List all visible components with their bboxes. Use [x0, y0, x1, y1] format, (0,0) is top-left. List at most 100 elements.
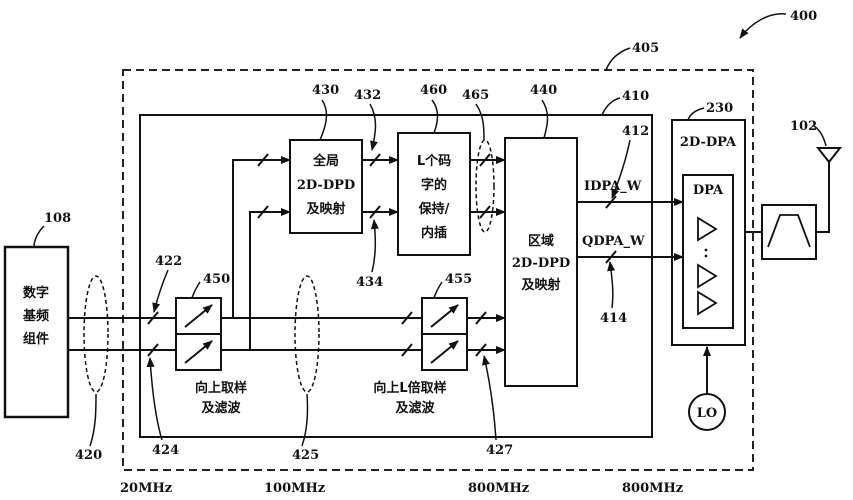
leader-465: [475, 103, 485, 141]
line-filter-antenna: [816, 160, 830, 233]
ellipse-425: [294, 275, 320, 393]
leader-440: [541, 99, 549, 139]
freq-label-4: 800MHz: [622, 481, 683, 496]
bus-slash-422: [147, 311, 159, 325]
dpa-outer-label: 2D-DPA: [680, 135, 737, 150]
dpa-inner-label: DPA: [693, 183, 724, 198]
leader-405: [605, 47, 631, 71]
upsample2-caption-2: 及滤波: [395, 400, 435, 416]
ref-400-text: 400: [790, 9, 817, 24]
leader-422: [152, 269, 169, 313]
freq-label-3: 800MHz: [468, 481, 529, 496]
idpa-label: IDPA_W: [584, 179, 642, 194]
upsample-455-filter-1: [430, 304, 459, 328]
global-dpd-line-1: 全局: [312, 153, 339, 169]
bus-slash-d: [369, 205, 381, 219]
global-dpd-block: [289, 139, 363, 234]
hold-interp-line-1: L个码: [417, 153, 451, 169]
ref-405: 405: [632, 41, 659, 56]
ref-460: 460: [420, 83, 447, 98]
upsample2-caption-1: 向上L倍取样: [373, 380, 446, 396]
ref-102: 102: [790, 119, 817, 134]
upsample-455-filter-2: [430, 340, 459, 364]
bus-slash-c: [369, 153, 381, 167]
leader-424: [146, 357, 163, 441]
leader-434: [370, 219, 379, 273]
ref-427: 427: [486, 443, 513, 458]
hold-interp-line-4: 内插: [421, 225, 447, 241]
ref-414: 414: [600, 311, 627, 326]
bus-slash-f: [479, 205, 491, 219]
ref-412: 412: [622, 124, 649, 139]
regional-dpd-line-2: 2D-DPD: [512, 256, 570, 271]
baseband-block: [3, 245, 70, 419]
ref-425: 425: [292, 448, 319, 463]
ellipse-420: [83, 275, 109, 393]
bus-slash-h: [401, 343, 413, 357]
leader-420: [89, 393, 97, 447]
bandpass-filter: [761, 204, 817, 260]
regional-dpd-line-1: 区域: [528, 233, 554, 249]
branch-i-to-dpd: [232, 156, 291, 318]
amp-icon-1: [697, 216, 718, 242]
leader-414: [607, 261, 616, 309]
leader-425: [301, 393, 309, 447]
ref-434: 434: [356, 275, 383, 290]
amp-icon-2: [697, 263, 718, 289]
bus-slash-b: [257, 205, 269, 219]
global-dpd-line-2: 2D-DPD: [297, 178, 355, 193]
ref-108: 108: [44, 211, 71, 226]
antenna-icon: [815, 147, 843, 164]
leader-412: [611, 139, 631, 199]
qdpa-label: QDPA_W: [582, 234, 645, 249]
leader-410: [601, 97, 621, 116]
bus-slash-a: [257, 153, 269, 167]
regional-dpd-block: [504, 137, 578, 387]
leader-108: [33, 225, 45, 248]
baseband-line-2: 基频: [22, 308, 49, 324]
leader-400: [739, 13, 787, 39]
ref-424: 424: [152, 443, 179, 458]
lo-label: LO: [697, 406, 717, 421]
amp-dot-1: [704, 248, 708, 252]
bus-slash-e: [479, 153, 491, 167]
upsample-450-filter-2: [184, 340, 213, 364]
ellipse-465: [475, 139, 495, 233]
block-410: [139, 114, 653, 438]
ref-430: 430: [312, 83, 339, 98]
leader-455: [433, 281, 443, 299]
ref-420: 420: [75, 448, 102, 463]
ref-440: 440: [530, 83, 557, 98]
leader-460: [431, 99, 439, 134]
baseband-line-3: 组件: [23, 331, 49, 347]
ref-432: 432: [354, 88, 381, 103]
global-dpd-line-3: 及映射: [306, 201, 345, 217]
leader-430: [319, 99, 328, 141]
amp-icon-3: [697, 290, 718, 316]
ref-422: 422: [155, 254, 182, 269]
amp-dot-2: [704, 254, 708, 258]
bandpass-icon: [767, 214, 811, 248]
bus-slash-qdpa: [605, 250, 617, 264]
dpa-inner-block: [682, 174, 734, 329]
hold-interp-line-3: 保持/: [418, 201, 450, 217]
upsample-450-filter-1: [184, 304, 213, 328]
upsample1-caption-2: 及滤波: [201, 400, 241, 416]
regional-dpd-line-3: 及映射: [521, 277, 560, 293]
leader-432: [369, 103, 378, 151]
hold-interp-line-2: 字的: [421, 177, 447, 193]
bus-slash-g: [401, 311, 413, 325]
freq-label-2: 100MHz: [264, 481, 325, 496]
ref-230: 230: [706, 101, 733, 116]
baseband-line-1: 数字: [23, 285, 49, 301]
branch-q-to-dpd: [249, 208, 291, 350]
leader-450: [191, 281, 201, 299]
upsample1-caption-1: 向上取样: [195, 380, 247, 396]
ref-450: 450: [203, 272, 230, 287]
ref-410: 410: [622, 89, 649, 104]
ref-455: 455: [445, 272, 472, 287]
boundary-405: [122, 69, 754, 471]
bus-slash-424: [147, 343, 159, 357]
ref-465: 465: [462, 88, 489, 103]
